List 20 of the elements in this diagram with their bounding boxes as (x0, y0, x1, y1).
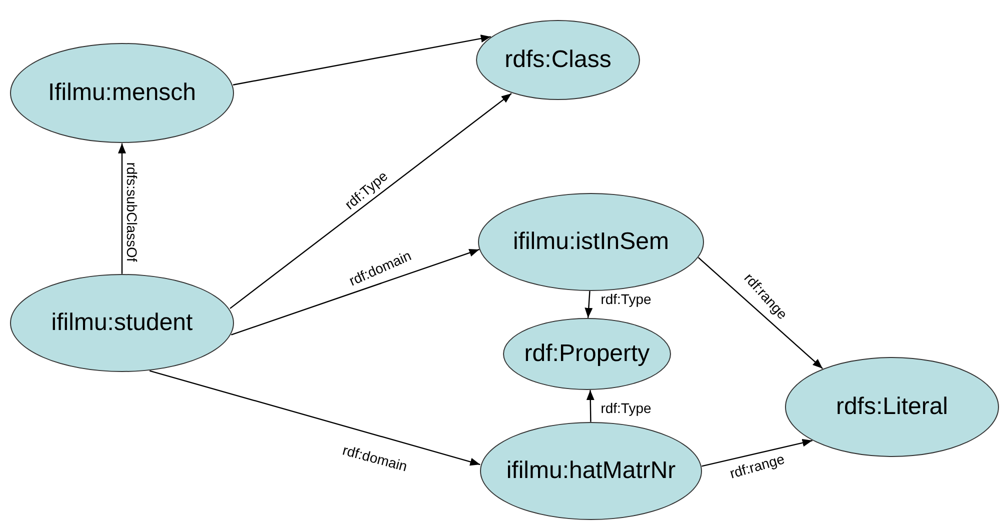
arrow (231, 248, 480, 336)
edge-label: rdf:range (728, 452, 786, 480)
arrow (118, 143, 126, 274)
node-label: ifilmu:hatMatrNr (506, 456, 676, 486)
arrow (584, 291, 593, 318)
node-label: Ifilmu:mensch (48, 78, 196, 108)
arrow (149, 370, 480, 466)
node-label: rdfs:Literal (836, 392, 948, 422)
arrow (702, 438, 812, 467)
arrow (230, 93, 512, 309)
arrow (698, 257, 823, 369)
edge-label: rdf:Type (600, 401, 652, 415)
edge-label: rdfs:subClassOf (125, 162, 139, 262)
edge-label: rdf:Type (600, 292, 652, 306)
node-label: rdfs:Class (504, 45, 612, 75)
node-label: ifilmu:student (51, 308, 193, 338)
node-label: rdf:Property (524, 339, 650, 369)
arrow (233, 34, 491, 86)
node-label: ifilmu:istInSem (512, 227, 670, 257)
arrow (586, 390, 594, 422)
